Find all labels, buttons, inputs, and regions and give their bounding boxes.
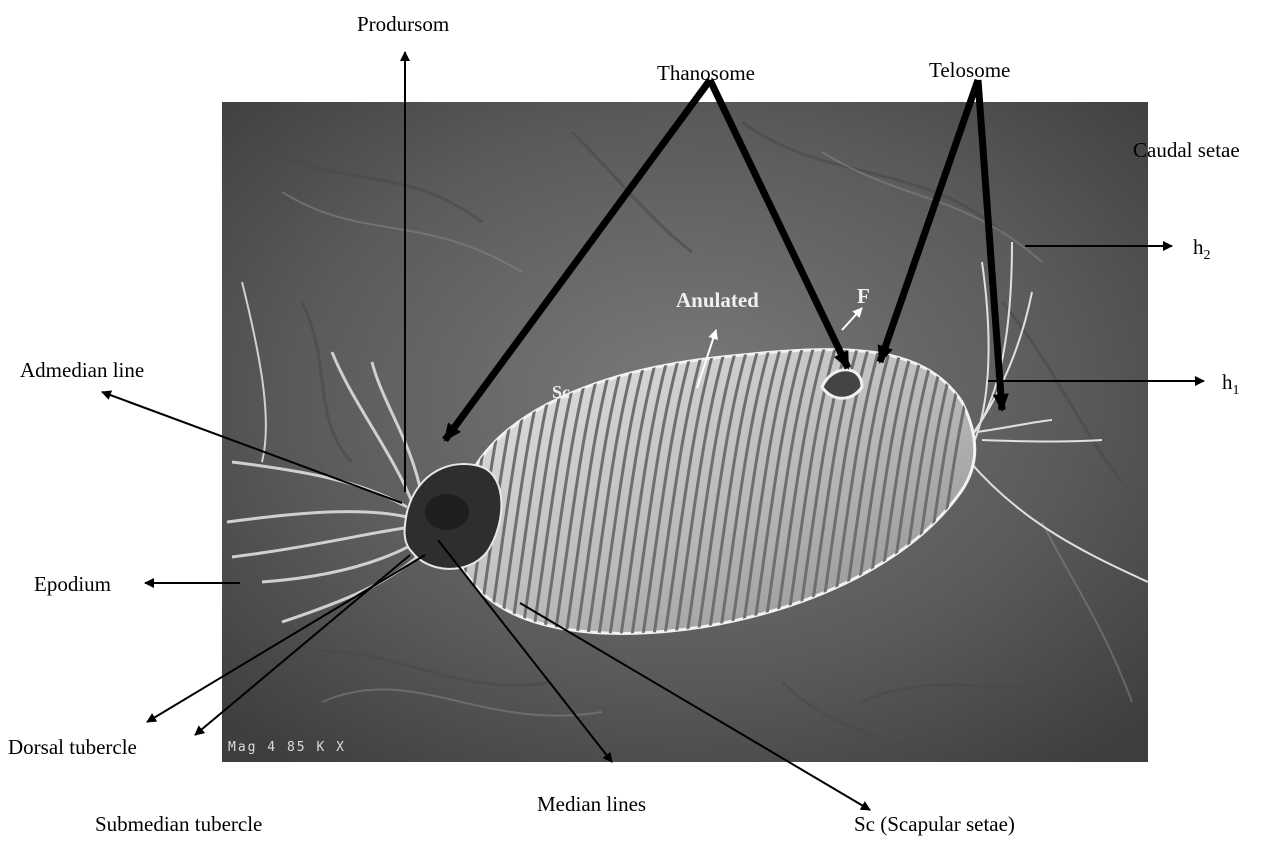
label-admedian-line: Admedian line — [20, 360, 144, 381]
label-telosome: Telosome — [929, 60, 1010, 81]
label-submedian-tubercle: Submedian tubercle — [95, 814, 262, 835]
label-thanosome: Thanosome — [657, 63, 755, 84]
label-anulated: Anulated — [676, 288, 759, 313]
label-caudal-setae: Caudal setae — [1133, 140, 1240, 161]
label-prodursom: Prodursom — [357, 14, 449, 35]
label-h1: h1 — [1222, 372, 1240, 398]
label-h2: h2 — [1193, 237, 1211, 263]
label-f: F — [857, 284, 870, 309]
micrograph-drawing — [222, 102, 1148, 762]
label-epodium: Epodium — [34, 574, 111, 595]
shield-center — [425, 494, 469, 530]
label-sc: Sc — [552, 382, 570, 403]
label-scapular-setae: Sc (Scapular setae) — [854, 814, 1015, 835]
sem-micrograph: Anulated F Sc Mag 4 85 K X — [222, 102, 1148, 762]
label-dorsal-tubercle: Dorsal tubercle — [8, 737, 137, 758]
magnification-readout: Mag 4 85 K X — [228, 740, 346, 755]
label-median-lines: Median lines — [537, 794, 646, 815]
